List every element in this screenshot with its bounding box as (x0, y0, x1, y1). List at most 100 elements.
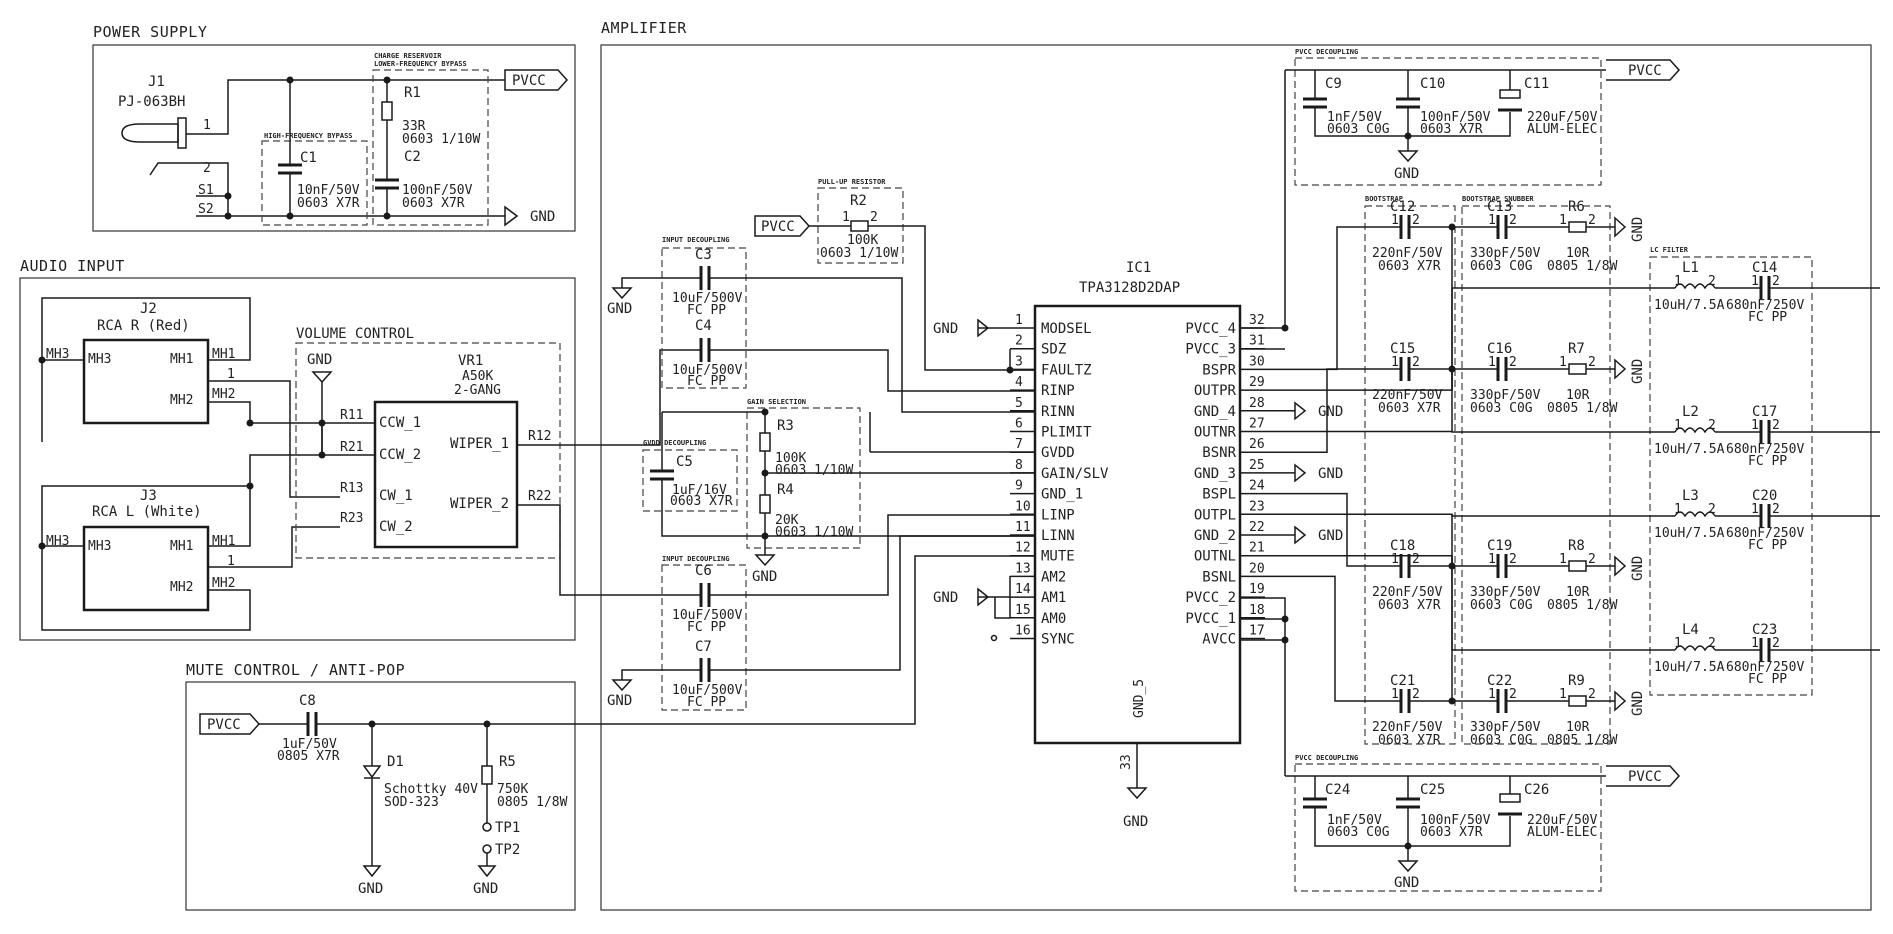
modsel-gnd-label: GND (933, 321, 958, 337)
inductor-2-pin2: 2 (1708, 418, 1716, 433)
vr1-pin-r21: R21 (340, 440, 363, 455)
ic1-pin-14-name: AM1 (1041, 590, 1066, 606)
r4-ref: R4 (777, 482, 794, 498)
r3-value: 100K (775, 451, 806, 466)
c1-ref: C1 (300, 150, 317, 166)
r3-resistor-symbol (759, 432, 771, 452)
ic1-pin-3-name: FAULTZ (1041, 362, 1092, 378)
wiper2-wire (517, 504, 668, 596)
j3-name: RCA L (White) (92, 504, 202, 520)
j2-connector-body (82, 338, 210, 425)
j1-pin1-num: 1 (203, 118, 211, 133)
ic1-pin-1-name: MODSEL (1041, 321, 1092, 337)
snubber-resistor-4-ref: R9 (1568, 673, 1585, 689)
ic1-pin-6-name: PLIMIT (1041, 425, 1092, 441)
dc-jack-symbol (121, 123, 179, 143)
gnd-port-label: GND (530, 209, 555, 225)
charge-reservoir-label: CHARGE RESERVOIR (374, 52, 442, 60)
filter-cap-1-value: 680nF/250V (1726, 298, 1804, 313)
pvcc-top-gnd-label: GND (1394, 166, 1419, 182)
r2-resistor-symbol (850, 220, 869, 232)
bootstrap-group (1364, 205, 1456, 745)
tp2-testpoint[interactable] (482, 844, 492, 854)
ic1-pin-27-name: OUTNR (1194, 425, 1237, 441)
ic1-pin-19-num: 19 (1249, 582, 1265, 597)
filter-cap-2-pin1: 1 (1751, 418, 1759, 433)
mute-control-circuit: PVCC C8 1uF/50V 0805 X7R D1 Schottky 40V… (199, 555, 1035, 897)
c10-value: 100nF/50V (1420, 110, 1491, 125)
bootstrap-cap-3-pin1: 1 (1391, 552, 1399, 567)
gvdd-decoupling-label: GVDD DECOUPLING (643, 439, 706, 447)
ic1-pin-23-num: 23 (1249, 499, 1265, 514)
ic1-pin-3-num: 3 (1015, 354, 1023, 369)
ic1-pin-28-name: GND_4 (1194, 404, 1236, 420)
gnd-icon (1614, 555, 1627, 577)
output-wire-4 (1265, 554, 1453, 701)
bootstrap-cap-2-package: 0603 X7R (1378, 401, 1441, 416)
amplifier-title: AMPLIFIER (601, 19, 687, 37)
ic1-pin-18-name: PVCC_1 (1185, 611, 1236, 627)
c3-gnd-label: GND (607, 301, 632, 317)
ic1-pin-7-name: GVDD (1041, 445, 1075, 461)
gnd-icon (1397, 150, 1419, 163)
audio-input-frame (19, 277, 576, 641)
snubber-cap-1-pin2: 2 (1509, 213, 1517, 228)
ic1-pin-29-num: 29 (1249, 375, 1265, 390)
d1-diode-symbol (362, 765, 382, 779)
ic1-pin-19-name: PVCC_2 (1185, 590, 1236, 606)
snubber-cap-2-ref: C16 (1487, 341, 1512, 357)
ic1-right-gnd-label-0: GND (1318, 404, 1343, 420)
j3-mh3-inner: MH3 (88, 539, 111, 554)
dc-jack-body (177, 117, 187, 149)
c24-value: 1nF/50V (1327, 813, 1382, 828)
inductor-2-ref: L2 (1682, 404, 1699, 420)
c9-package: 0603 C0G (1327, 122, 1390, 137)
ic1-pin-31-name: PVCC_3 (1185, 342, 1236, 358)
wiper1-wire (517, 349, 668, 446)
ic1-pin-32-name: PVCC_4 (1185, 321, 1236, 337)
filter-cap-3-ref: C20 (1752, 488, 1777, 504)
inductor-1-pin2: 2 (1708, 274, 1716, 289)
filter-cap-3-package: FC PP (1748, 538, 1787, 553)
ic1-pin-8-num: 8 (1015, 458, 1023, 473)
filter-cap-4-ref: C23 (1752, 622, 1777, 638)
snubber-gnd-label-3: GND (1630, 556, 1646, 581)
j3-mh2-inner: MH2 (170, 580, 193, 595)
vr1-wiper1: WIPER_1 (450, 436, 509, 452)
snubber-gnd-label-4: GND (1630, 691, 1646, 716)
snubber-gnd-label-2: GND (1630, 359, 1646, 384)
ic1-pin33-name: GND_5 (1132, 679, 1147, 718)
inductor-2-symbol (1674, 427, 1716, 434)
gvdd-decoupling-group (642, 449, 738, 512)
ic1-ref: IC1 (1126, 260, 1151, 276)
c4-package: FC PP (687, 374, 726, 389)
inductor-3-pin1: 1 (1674, 502, 1682, 517)
snubber-cap-4-value: 330pF/50V (1470, 720, 1541, 735)
ic1-pin-22-name: GND_2 (1194, 528, 1236, 544)
inductor-4-pin2: 2 (1708, 636, 1716, 651)
gain-selection-group (746, 407, 861, 549)
lc-filter-label: LC FILTER (1650, 246, 1689, 254)
j1-s1-label: S1 (198, 183, 214, 198)
vr1-pin-r22: R22 (528, 489, 551, 504)
snubber-cap-2-pin2: 2 (1509, 355, 1517, 370)
j1-pin2-num: 2 (203, 161, 211, 176)
gnd-icon (1397, 860, 1419, 873)
snubber-cap-4-pin1: 1 (1488, 687, 1496, 702)
snubber-resistor-1-symbol (1568, 221, 1587, 233)
gnd-icon (977, 318, 990, 338)
c10-package: 0603 X7R (1420, 122, 1483, 137)
snubber-cap-2-pin1: 1 (1488, 355, 1496, 370)
filter-cap-4-package: FC PP (1748, 672, 1787, 687)
c6-ref: C6 (695, 563, 712, 579)
ic1-pin-32-num: 32 (1249, 313, 1265, 328)
inductor-2-pin1: 1 (1674, 418, 1682, 433)
ic1-part: TPA3128D2DAP (1079, 280, 1180, 296)
snubber-resistor-1-ref: R6 (1568, 199, 1585, 215)
pvcc-top-label: PVCC (1628, 63, 1662, 79)
snubber-resistor-3-pin1: 1 (1559, 552, 1567, 567)
snubber-cap-3-value: 330pF/50V (1470, 585, 1541, 600)
tp1-testpoint[interactable] (482, 822, 492, 832)
